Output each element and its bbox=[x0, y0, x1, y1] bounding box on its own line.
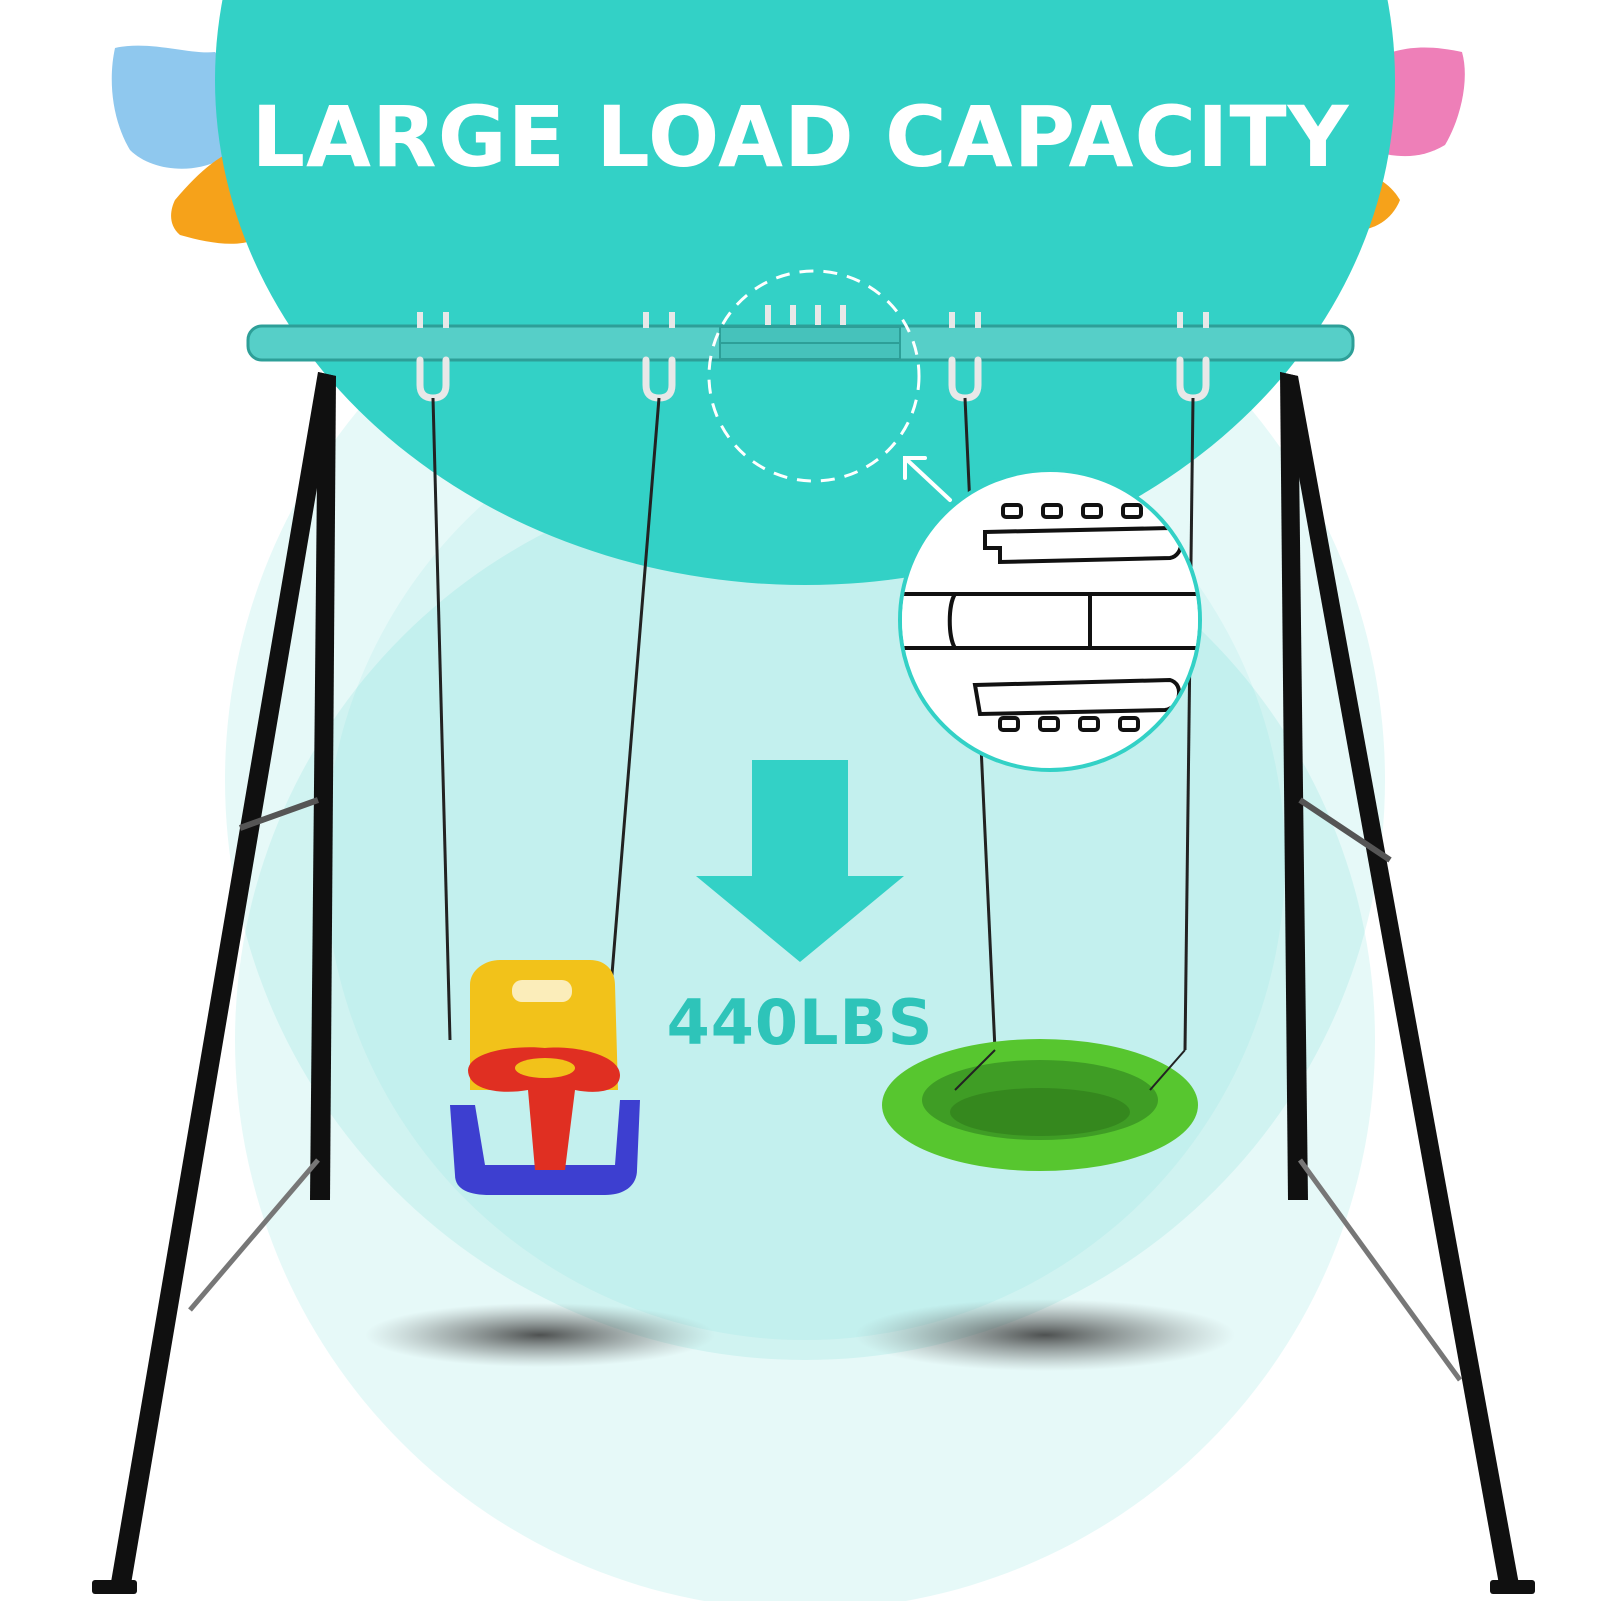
headline-banner-circle bbox=[215, 0, 1395, 585]
zoom-target-circle bbox=[707, 269, 921, 483]
baby-swing-shadow bbox=[365, 1303, 715, 1367]
hook-bolts bbox=[417, 305, 1209, 328]
top-bar bbox=[246, 324, 1355, 362]
baby-bucket-swing bbox=[450, 960, 640, 1195]
left-a-frame bbox=[92, 372, 336, 1594]
saucer-swing-shadow bbox=[855, 1299, 1235, 1371]
load-capacity-label: 440LBS bbox=[666, 986, 934, 1059]
down-arrow-icon bbox=[696, 760, 904, 962]
saucer-swing bbox=[882, 1039, 1198, 1171]
right-a-frame bbox=[1280, 372, 1535, 1594]
headline-title: LARGE LOAD CAPACITY bbox=[251, 88, 1350, 186]
bar-joint-detail bbox=[898, 468, 1202, 772]
diagonal-arrow-icon bbox=[903, 456, 952, 502]
